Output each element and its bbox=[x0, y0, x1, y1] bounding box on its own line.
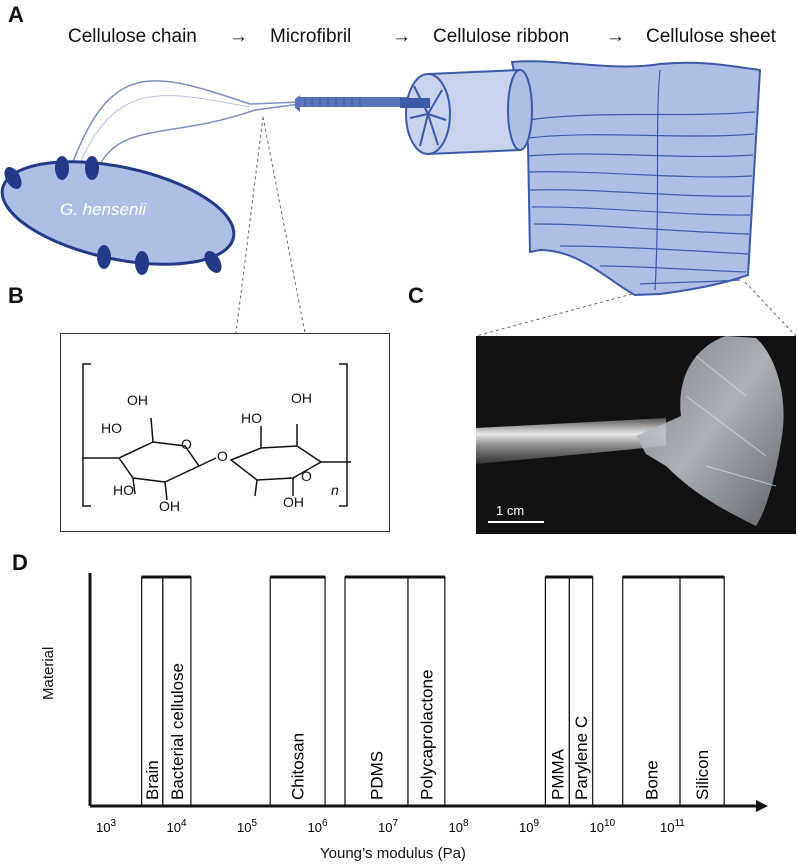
label-ring-o-left: O bbox=[181, 436, 192, 452]
photo-rod bbox=[476, 418, 666, 464]
x-tick-label-8: 1011 bbox=[660, 818, 685, 835]
microfibril-texture bbox=[304, 97, 361, 107]
panel-label-c: C bbox=[408, 283, 424, 308]
x-tick-label-3: 106 bbox=[308, 818, 328, 835]
scale-bar bbox=[488, 521, 544, 523]
cellulose-chain-2 bbox=[96, 103, 301, 171]
x-tick-label-1: 104 bbox=[167, 818, 187, 835]
flow-step-microfibril: Microfibril bbox=[270, 26, 352, 47]
flow-arrow-2: → bbox=[392, 26, 411, 47]
flow-step-cellulose-sheet: Cellulose sheet bbox=[646, 26, 776, 47]
range-label-3: PDMS bbox=[367, 751, 386, 800]
cellulose-ribbon-end bbox=[507, 69, 533, 151]
label-ring-o-right: O bbox=[301, 468, 312, 484]
microfibril-into-ribbon bbox=[400, 98, 430, 108]
x-axis-arrowhead bbox=[756, 800, 768, 812]
label-ho-left-lower: HO bbox=[113, 482, 134, 498]
range-label-2: Chitosan bbox=[289, 733, 308, 800]
flow-arrow-3: → bbox=[606, 26, 625, 47]
label-bridge-o: O bbox=[217, 448, 228, 464]
y-axis-label: Material bbox=[40, 646, 57, 700]
range-label-7: Bone bbox=[642, 760, 661, 800]
range-label-5: PMMA bbox=[548, 748, 567, 800]
label-oh-top-left: OH bbox=[127, 392, 148, 408]
x-tick-label-0: 103 bbox=[96, 818, 116, 835]
label-oh-bottom-right: OH bbox=[283, 494, 304, 510]
range-label-0: Brain bbox=[143, 760, 162, 800]
cellobiose-structure bbox=[82, 363, 351, 507]
range-bar-3 bbox=[344, 576, 409, 807]
label-oh-bottom-left: OH bbox=[159, 498, 180, 514]
range-bar-8 bbox=[679, 576, 725, 807]
x-tick-label-5: 108 bbox=[449, 818, 469, 835]
ribbon-spokes bbox=[409, 85, 447, 147]
range-label-8: Silicon bbox=[693, 750, 712, 800]
range-label-6: Parylene C bbox=[572, 716, 591, 800]
cellulose-chain-1 bbox=[69, 80, 301, 171]
panel-label-a: A bbox=[8, 2, 24, 27]
scale-bar-label: 1 cm bbox=[496, 503, 525, 518]
zoom-guide-c-left bbox=[475, 293, 633, 337]
x-tick-label-2: 105 bbox=[237, 818, 257, 835]
range-bar-2 bbox=[269, 576, 326, 807]
zoom-guide-b-right bbox=[262, 116, 306, 334]
x-tick-label-6: 109 bbox=[519, 818, 539, 835]
label-ho-right-upper: HO bbox=[241, 410, 262, 426]
photo-film bbox=[636, 336, 784, 526]
panel-label-b: B bbox=[8, 283, 24, 308]
x-tick-label-7: 1010 bbox=[590, 818, 616, 835]
cellulose-sheet bbox=[510, 60, 762, 297]
flow-step-cellulose-ribbon: Cellulose ribbon bbox=[433, 26, 570, 47]
bacterium-pores bbox=[4, 156, 222, 275]
cellulose-chain-3 bbox=[77, 95, 251, 169]
flow-arrow-1: → bbox=[229, 26, 248, 47]
label-ho-left-upper: HO bbox=[101, 420, 122, 436]
sheet-fibers bbox=[527, 69, 756, 291]
label-repeat-n: n bbox=[331, 482, 339, 498]
photo-drawing bbox=[476, 336, 784, 526]
panel-label-d: D bbox=[12, 550, 28, 575]
x-axis-label: Young’s modulus (Pa) bbox=[320, 845, 466, 862]
cellobiose-structure-box: OH OH HO HO HO OH OH O O O n bbox=[60, 333, 390, 532]
zoom-guide-c-right bbox=[744, 281, 797, 337]
bacterium-label: G. hensenii bbox=[60, 200, 146, 219]
flow-step-cellulose-chain: Cellulose chain bbox=[68, 26, 197, 47]
zoom-guide-b-left bbox=[235, 116, 264, 334]
range-label-4: Polycaprolactone bbox=[417, 670, 436, 800]
bacterial-cellulose-photo bbox=[476, 336, 796, 534]
label-oh-top-right: OH bbox=[291, 390, 312, 406]
range-label-1: Bacterial cellulose bbox=[168, 663, 187, 800]
x-tick-label-4: 107 bbox=[378, 818, 398, 835]
